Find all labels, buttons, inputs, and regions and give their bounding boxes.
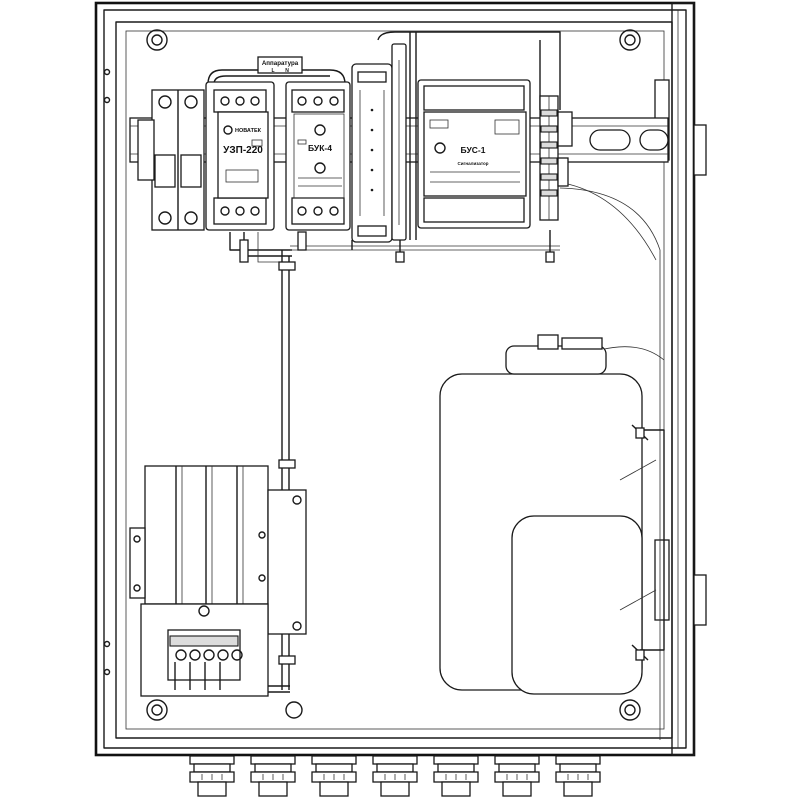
uzp-model-label: УЗП-220 xyxy=(223,145,263,156)
door-hinge-bottom xyxy=(654,539,707,626)
bus-1-module: БУС-1 Сигнализатор xyxy=(417,79,531,229)
terminal-label-l: L xyxy=(271,68,274,74)
uzp-brand-label: НОВАТЕК xyxy=(235,128,262,134)
battery-bracket xyxy=(619,424,665,661)
equipment-label-plate: Аппаратура L N xyxy=(257,56,303,74)
terminal-block xyxy=(539,95,573,221)
buk-4-module: БУК-4 xyxy=(285,81,351,231)
heater-transformer xyxy=(129,465,307,697)
cable-gland xyxy=(372,755,418,797)
cable-gland xyxy=(494,755,540,797)
mount-screw-bottom-mid xyxy=(285,701,303,719)
equipment-label-text: Аппаратура xyxy=(262,60,299,67)
cable-gland xyxy=(311,755,357,797)
corner-mount-screw-tr xyxy=(619,29,641,51)
power-supply-unit xyxy=(351,43,407,243)
buk-model-label: БУК-4 xyxy=(308,143,332,153)
cable-gland xyxy=(250,755,296,797)
battery-lower-block xyxy=(511,515,643,695)
bus-subtitle-label: Сигнализатор xyxy=(457,161,488,166)
cable-gland xyxy=(189,755,235,797)
left-edge-screws xyxy=(103,68,111,676)
corner-mount-screw-br xyxy=(619,699,641,721)
corner-mount-screw-bl xyxy=(146,699,168,721)
heater-terminal-connector xyxy=(167,629,243,690)
cable-gland xyxy=(433,755,479,797)
bus-model-label: БУС-1 xyxy=(461,145,486,155)
battery-terminal-cap xyxy=(505,334,607,375)
circuit-breaker xyxy=(137,89,205,231)
cabinet-enclosure xyxy=(94,1,696,757)
cable-gland xyxy=(555,755,601,797)
terminal-label-n: N xyxy=(285,68,289,74)
uzp-220-module: НОВАТЕК УЗП-220 xyxy=(205,81,275,231)
cable-glands xyxy=(189,755,601,797)
corner-mount-screw-tl xyxy=(146,29,168,51)
